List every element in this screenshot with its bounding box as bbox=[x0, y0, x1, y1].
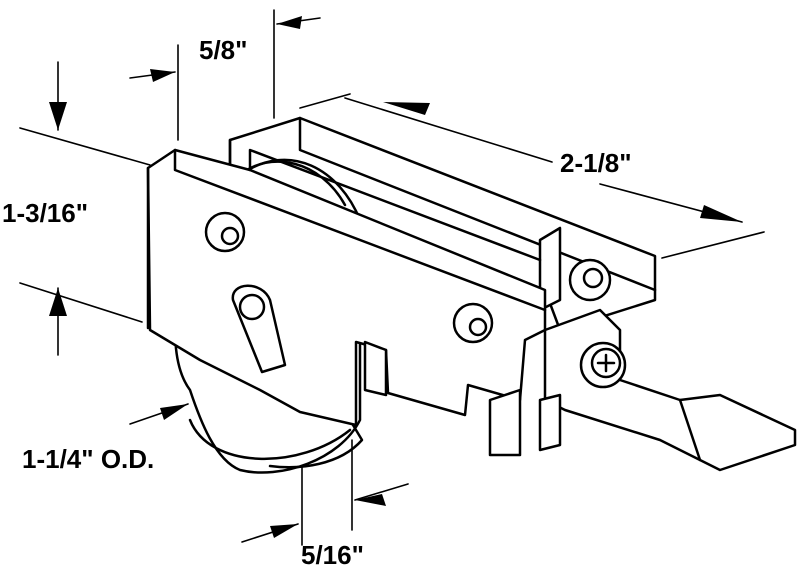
extension-line-218-right bbox=[662, 232, 764, 258]
front-hole-1-inner bbox=[222, 228, 238, 244]
extension-line-1316-top bbox=[20, 128, 150, 165]
arrow-heads bbox=[49, 16, 742, 538]
axle-hole bbox=[240, 295, 264, 319]
arrowhead-od bbox=[160, 404, 188, 420]
bracket-tab-2 bbox=[540, 395, 560, 450]
wheel-edge-line bbox=[270, 420, 362, 467]
bracket-tab-1 bbox=[490, 390, 520, 455]
arrowhead-218-top bbox=[383, 102, 430, 115]
arrowhead-58-right bbox=[277, 16, 302, 29]
adjust-bracket bbox=[490, 310, 795, 470]
front-plate-body bbox=[148, 150, 545, 425]
arrowhead-218-bottom bbox=[700, 205, 742, 222]
arrowhead-1316-bottom bbox=[49, 288, 67, 316]
arrow-shaft-218-top bbox=[345, 98, 552, 162]
arrowhead-58-left bbox=[150, 69, 175, 82]
dimension-label-wheel-diameter: 1-1/4" O.D. bbox=[22, 444, 155, 474]
arrowhead-516-left bbox=[270, 524, 298, 538]
dimension-label-wheel-width: 5/16" bbox=[301, 540, 364, 570]
arrowhead-1316-top bbox=[49, 102, 67, 130]
bracket-body bbox=[545, 310, 795, 470]
plate-notch bbox=[365, 342, 386, 395]
dimension-label-length: 2-1/8" bbox=[560, 148, 632, 178]
wheel-bottom-line bbox=[190, 420, 350, 459]
arrowhead-516-right bbox=[355, 494, 386, 506]
rear-housing-edge bbox=[298, 116, 657, 292]
dimension-label-width: 5/8" bbox=[199, 35, 248, 65]
front-hole-2-inner bbox=[470, 319, 486, 335]
rear-hole-inner bbox=[584, 269, 602, 287]
front-plate-lip bbox=[248, 148, 542, 262]
bracket-fold bbox=[678, 398, 702, 462]
extension-line-1316-bottom bbox=[20, 283, 142, 322]
front-plate bbox=[146, 148, 547, 425]
arrow-shaft-516-right bbox=[355, 484, 408, 500]
front-plate-top-edge bbox=[173, 148, 547, 312]
extension-line-218-left bbox=[300, 94, 350, 108]
dimension-label-height: 1-3/16" bbox=[2, 198, 89, 228]
